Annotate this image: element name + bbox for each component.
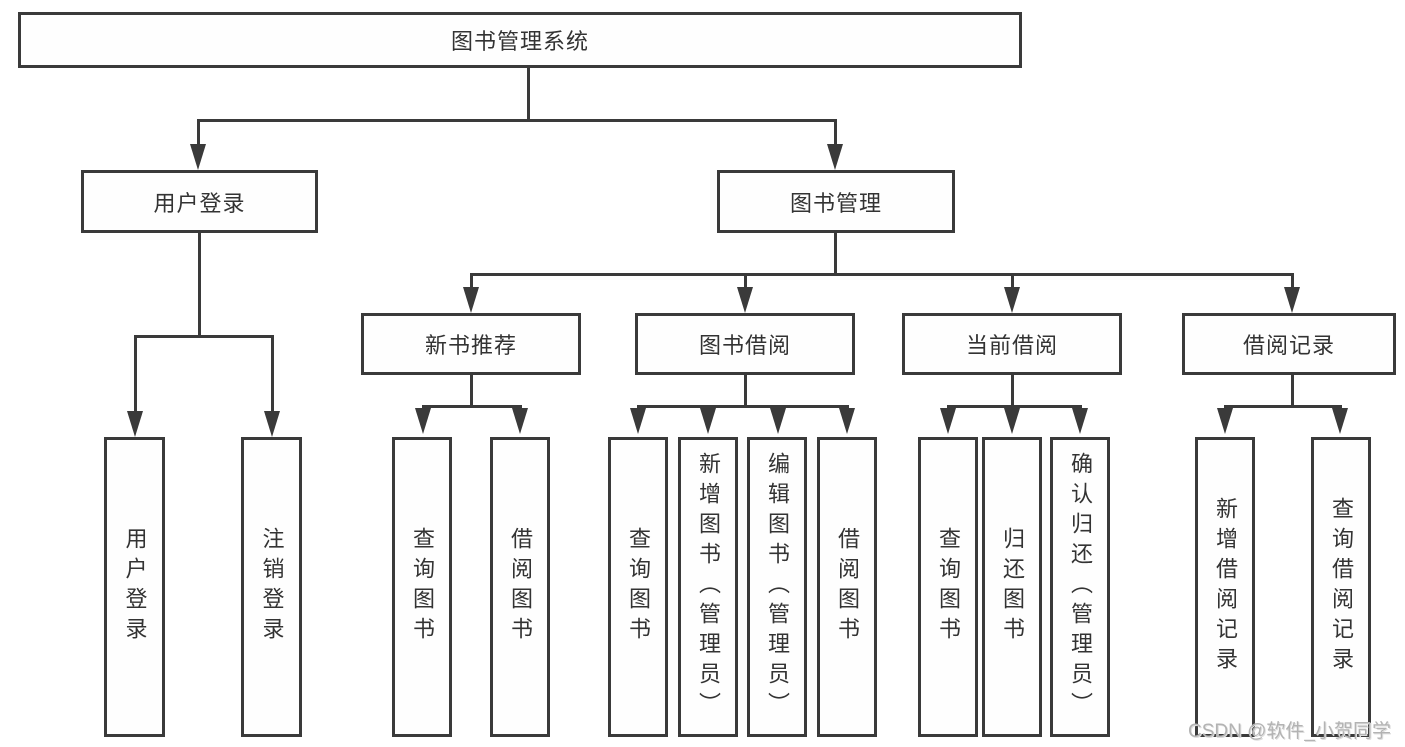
- arrow-nb-borrow-icon: [512, 408, 528, 434]
- leaf-cb-confirm-return: 确认归还（管理员）: [1050, 437, 1110, 737]
- leaf-br-query-record: 查询借阅记录: [1311, 437, 1371, 737]
- connector-current-stem: [1011, 273, 1014, 289]
- leaf-bb-borrow-book-label: 借阅图书: [835, 527, 860, 647]
- leaf-br-add-record: 新增借阅记录: [1195, 437, 1255, 737]
- connector-current-branch-line: [947, 405, 1082, 408]
- connector-book-borrow-branch-line: [637, 405, 849, 408]
- leaf-nb-borrow-book-label: 借阅图书: [508, 527, 533, 647]
- leaf-logout-label: 注销登录: [259, 527, 285, 647]
- arrow-leaf-logout-icon: [264, 411, 280, 437]
- node-root-label: 图书管理系统: [450, 29, 589, 54]
- connector-record-trunk: [1291, 375, 1294, 408]
- node-new-book-rec-label: 新书推荐: [424, 333, 517, 358]
- arrow-new-book-icon: [463, 287, 479, 313]
- node-root: 图书管理系统: [18, 12, 1022, 68]
- leaf-nb-query-book-label: 查询图书: [410, 527, 435, 647]
- leaf-cb-query-book-label: 查询图书: [936, 527, 961, 647]
- arrow-bb-query-icon: [630, 408, 646, 434]
- connector-leaf-login-stem: [134, 335, 137, 413]
- csdn-watermark: CSDN @软件_小贺同学: [1188, 721, 1391, 742]
- leaf-user-login-label: 用户登录: [122, 527, 148, 647]
- leaf-bb-query-book-label: 查询图书: [626, 527, 651, 647]
- connector-book-mgmt-branch-line: [470, 273, 1294, 276]
- connector-record-branch-line: [1224, 405, 1342, 408]
- leaf-user-login: 用户登录: [104, 437, 165, 737]
- connector-new-book-trunk: [470, 375, 473, 408]
- arrow-bb-borrow-icon: [839, 408, 855, 434]
- node-book-borrow-label: 图书借阅: [698, 333, 791, 358]
- arrow-br-add-icon: [1217, 408, 1233, 434]
- connector-new-book-stem: [470, 273, 473, 289]
- arrow-bb-add-icon: [700, 408, 716, 434]
- leaf-br-add-record-label: 新增借阅记录: [1213, 497, 1238, 677]
- arrow-record-icon: [1284, 287, 1300, 313]
- arrow-current-icon: [1004, 287, 1020, 313]
- node-new-book-rec: 新书推荐: [361, 313, 581, 375]
- connector-new-book-branch-line: [422, 405, 522, 408]
- connector-user-login-stem: [197, 119, 200, 149]
- connector-borrow-stem: [744, 273, 747, 289]
- connector-book-mgmt-stem: [834, 119, 837, 149]
- node-book-borrow: 图书借阅: [635, 313, 855, 375]
- leaf-cb-return-book: 归还图书: [982, 437, 1042, 737]
- node-book-mgmt: 图书管理: [717, 170, 955, 233]
- connector-book-borrow-trunk: [744, 375, 747, 408]
- leaf-bb-add-book-label: 新增图书（管理员）: [696, 452, 721, 722]
- arrow-user-login-icon: [190, 144, 206, 170]
- arrow-leaf-login-icon: [127, 411, 143, 437]
- leaf-br-query-record-label: 查询借阅记录: [1329, 497, 1354, 677]
- leaf-cb-confirm-return-label: 确认归还（管理员）: [1068, 452, 1093, 722]
- connector-user-login-trunk: [198, 233, 201, 335]
- node-current-borrow-label: 当前借阅: [965, 333, 1058, 358]
- connector-book-mgmt-trunk: [834, 233, 837, 275]
- arrow-borrow-icon: [737, 287, 753, 313]
- node-book-mgmt-label: 图书管理: [789, 190, 882, 216]
- connector-record-stem: [1291, 273, 1294, 289]
- connector-current-trunk: [1011, 375, 1014, 408]
- leaf-bb-edit-book: 编辑图书（管理员）: [747, 437, 807, 737]
- leaf-bb-add-book: 新增图书（管理员）: [678, 437, 738, 737]
- leaf-bb-borrow-book: 借阅图书: [817, 437, 877, 737]
- connector-root-branch-line: [197, 119, 837, 122]
- leaf-cb-query-book: 查询图书: [918, 437, 978, 737]
- node-borrow-record: 借阅记录: [1182, 313, 1396, 375]
- arrow-book-mgmt-icon: [827, 144, 843, 170]
- arrow-cb-return-icon: [1004, 408, 1020, 434]
- connector-user-login-branch-line: [134, 335, 274, 338]
- leaf-logout: 注销登录: [241, 437, 302, 737]
- leaf-cb-return-book-label: 归还图书: [1000, 527, 1025, 647]
- leaf-bb-query-book: 查询图书: [608, 437, 668, 737]
- arrow-br-query-icon: [1332, 408, 1348, 434]
- arrow-nb-query-icon: [415, 408, 431, 434]
- leaf-bb-edit-book-label: 编辑图书（管理员）: [765, 452, 790, 722]
- node-user-login-label: 用户登录: [153, 190, 246, 216]
- arrow-bb-edit-icon: [770, 408, 786, 434]
- arrow-cb-query-icon: [940, 408, 956, 434]
- node-current-borrow: 当前借阅: [902, 313, 1122, 375]
- node-user-login: 用户登录: [81, 170, 318, 233]
- arrow-cb-confirm-icon: [1072, 408, 1088, 434]
- leaf-nb-borrow-book: 借阅图书: [490, 437, 550, 737]
- connector-leaf-logout-stem: [271, 335, 274, 413]
- leaf-nb-query-book: 查询图书: [392, 437, 452, 737]
- connector-root-trunk: [527, 68, 530, 120]
- node-borrow-record-label: 借阅记录: [1242, 333, 1335, 358]
